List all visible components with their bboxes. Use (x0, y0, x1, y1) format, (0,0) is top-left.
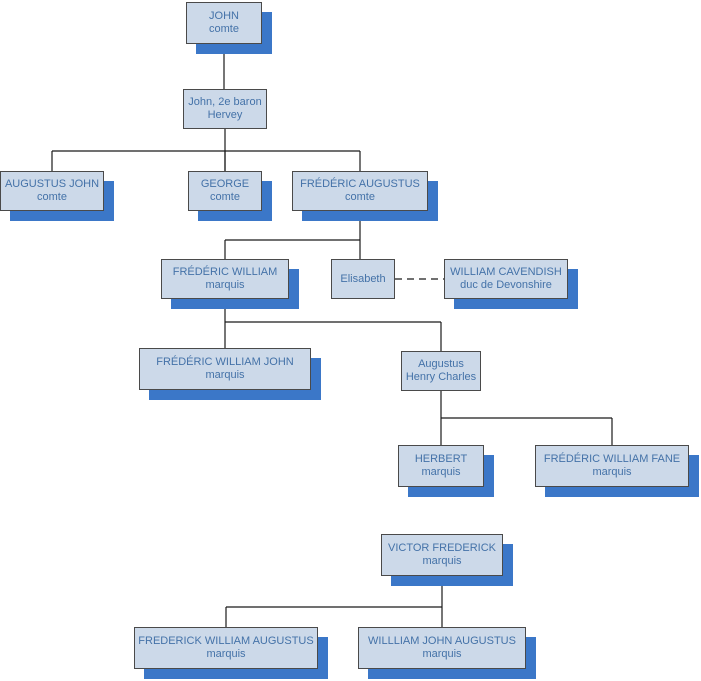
person-title: Hervey (207, 109, 243, 121)
person-name: VICTOR FREDERICK (388, 542, 496, 555)
person-title: comte (345, 191, 375, 203)
person-name: AUGUSTUS JOHN (4, 178, 100, 191)
person-title: marquis (422, 555, 462, 567)
person-node-elisabeth[interactable]: Elisabeth (331, 259, 395, 299)
person-name: FREDERICK WILLIAM AUGUSTUS (138, 635, 314, 648)
person-name: FRÉDÉRIC AUGUSTUS (300, 178, 420, 191)
person-title: marquis (422, 648, 462, 660)
person-title: marquis (205, 279, 245, 291)
person-title: comte (209, 23, 239, 35)
person-title: marquis (592, 466, 632, 478)
person-title: duc de Devonshire (460, 279, 552, 291)
person-title: marquis (421, 466, 461, 478)
person-title: comte (37, 191, 67, 203)
person-name: WILLLIAM JOHN AUGUSTUS (368, 635, 516, 648)
person-name: JOHN (209, 10, 239, 23)
person-name: Augustus (418, 358, 464, 371)
person-name: GEORGE (200, 178, 250, 191)
person-title: marquis (206, 648, 246, 660)
person-name: HERBERT (414, 453, 468, 466)
person-name: FRÉDÉRIC WILLIAM FANE (543, 453, 681, 466)
person-name: FRÉDÉRIC WILLIAM JOHN (156, 356, 294, 369)
person-name: FRÉDÉRIC WILLIAM (172, 266, 278, 279)
person-title: comte (210, 191, 240, 203)
person-name: WILLIAM CAVENDISH (450, 266, 562, 279)
person-title: Henry Charles (405, 371, 477, 383)
person-name: Elisabeth (340, 272, 386, 285)
person-title: marquis (205, 369, 245, 381)
person-name: John, 2e baron (188, 96, 262, 109)
